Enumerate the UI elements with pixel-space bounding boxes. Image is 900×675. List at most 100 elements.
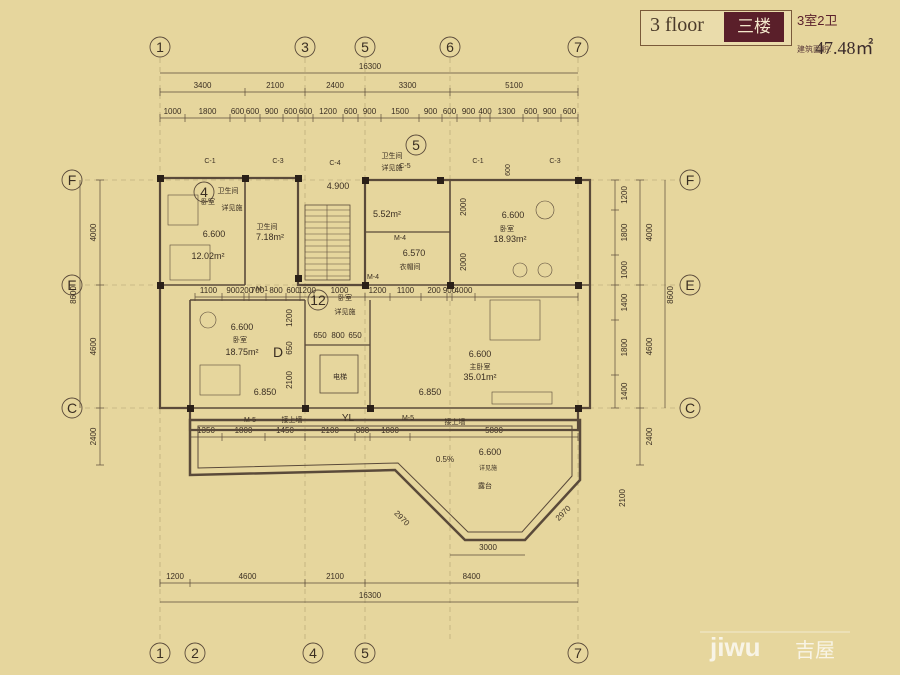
- axis-bubble-left-C: C: [67, 400, 77, 416]
- axis-bubble-bottom-1-circle: [149, 642, 171, 664]
- axis-bubble-top-5-circle: [354, 36, 376, 58]
- note-label: 接上墙: [282, 415, 303, 424]
- window-label: C-1: [204, 158, 215, 165]
- door-label: M-5: [244, 417, 256, 424]
- room-area: 5.52m²: [373, 209, 401, 219]
- dim-misc: 2970: [392, 509, 411, 528]
- dim-top-row2-label: 1500: [391, 107, 409, 116]
- dim-misc: 2000: [459, 253, 468, 271]
- column: [242, 175, 249, 182]
- dim-top-row2-label: 1200: [319, 107, 337, 116]
- column: [302, 405, 309, 412]
- axis-bubble-bottom-1: 1: [156, 645, 164, 661]
- dim-mid-row-label: 700: [251, 286, 265, 295]
- room-label: 详见施: [222, 203, 243, 212]
- bed: [169, 244, 211, 281]
- detail-bubble-5: 5: [412, 137, 420, 153]
- room-area: 7.18m²: [256, 232, 284, 242]
- dim-top-row2-label: 600: [299, 107, 313, 116]
- room-area: 12.02m²: [191, 251, 224, 261]
- dim-top-row2-label: 600: [246, 107, 260, 116]
- dim-top-row2-label: 1800: [199, 107, 217, 116]
- window-label: C-3: [549, 158, 560, 165]
- dim-bottom-row-label: 2100: [326, 572, 344, 581]
- room-count: 3室2卫: [797, 13, 838, 28]
- dim-top-row2-label: 1300: [498, 107, 516, 116]
- dim-right-inner-label: 4600: [645, 337, 654, 355]
- axis-bubble-top-3-circle: [294, 36, 316, 58]
- room-label: 电梯: [333, 372, 347, 381]
- room-label: 卧室: [500, 224, 514, 233]
- column: [157, 282, 164, 289]
- dim-misc: 650: [348, 331, 362, 340]
- master-bed: [489, 299, 541, 341]
- dim-right-detail-label: 1000: [620, 261, 629, 279]
- dim-mid-row-label: 1200: [298, 286, 316, 295]
- axis-bubble-bottom-2-circle: [184, 642, 206, 664]
- room-label: 卧室: [233, 335, 247, 344]
- window-label: C-1: [472, 158, 483, 165]
- dim-bottom-row-label: 4600: [239, 572, 257, 581]
- column: [295, 275, 302, 282]
- detail-bubble-4: 4: [200, 184, 208, 200]
- column: [437, 177, 444, 184]
- dim-right-detail-label: 1800: [620, 338, 629, 356]
- dim-top-row2-label: 900: [543, 107, 557, 116]
- room-area: 18.93m²: [493, 234, 526, 244]
- detail-bubble-12-circle: [307, 289, 329, 311]
- axis-bubble-top-3: 3: [301, 39, 309, 55]
- axis-bubble-left-C-circle: [61, 397, 83, 419]
- axis-bubble-top-7-circle: [567, 36, 589, 58]
- dim-right-inner-label: 2400: [645, 427, 654, 445]
- room-level: 4.900: [327, 181, 350, 191]
- room-level: 6.600: [479, 447, 502, 457]
- room-level: 6.850: [254, 387, 277, 397]
- column: [447, 282, 454, 289]
- axis-bubble-left-E: E: [67, 277, 76, 293]
- window-label: C-5: [399, 163, 410, 170]
- room-label: 主卧室: [470, 362, 491, 371]
- room-label: 详见施: [382, 163, 403, 172]
- room-level: 6.600: [203, 229, 226, 239]
- dim-top-row2-label: 600: [231, 107, 245, 116]
- chair: [512, 262, 528, 278]
- dim-misc: 3000: [479, 543, 497, 552]
- column: [187, 405, 194, 412]
- column: [367, 405, 374, 412]
- dim-left-inner-label: 4600: [89, 337, 98, 355]
- room-label: 衣帽间: [400, 262, 421, 271]
- room-label: 卫生间: [382, 151, 403, 160]
- dim-top-row1-label: 2400: [326, 81, 344, 90]
- dim-top-row2-label: 900: [265, 107, 279, 116]
- master-cabinet: [491, 391, 553, 405]
- dim-left-outer: 8600: [69, 286, 78, 304]
- dim-right-detail-label: 1200: [620, 186, 629, 204]
- dim-total-top: 16300: [359, 62, 382, 71]
- dim-top-row2-label: 600: [443, 107, 457, 116]
- axis-bubble-right-F-circle: [679, 169, 701, 191]
- axis-bubble-bottom-7: 7: [574, 645, 582, 661]
- dim-mid-row-label: 200: [427, 286, 441, 295]
- column: [295, 175, 302, 182]
- axis-bubble-bottom-7-circle: [567, 642, 589, 664]
- slope-label: 0.5%: [436, 455, 454, 464]
- dim-right-inner-label: 4000: [645, 223, 654, 241]
- dim-misc: 2100: [618, 489, 627, 507]
- dim-top-row2-label: 600: [344, 107, 358, 116]
- room-level: 6.600: [502, 210, 525, 220]
- axis-bubble-top-5: 5: [361, 39, 369, 55]
- room-label: 卧室: [338, 293, 352, 302]
- room-area: 18.75m²: [225, 347, 258, 357]
- column: [362, 282, 369, 289]
- room-area: 35.01m²: [463, 372, 496, 382]
- dim-right-detail-label: 1400: [620, 382, 629, 400]
- dim-right-detail-label: 1400: [620, 293, 629, 311]
- dim-mid-row-label: 600: [286, 286, 300, 295]
- dim-right-detail-label: 1800: [620, 223, 629, 241]
- door-label: M-4: [367, 274, 379, 281]
- dim-misc: 2100: [285, 371, 294, 389]
- balcony-outline: [188, 418, 582, 542]
- axis-bubble-left-F: F: [68, 172, 77, 188]
- area-value: 47.48㎡: [815, 38, 874, 58]
